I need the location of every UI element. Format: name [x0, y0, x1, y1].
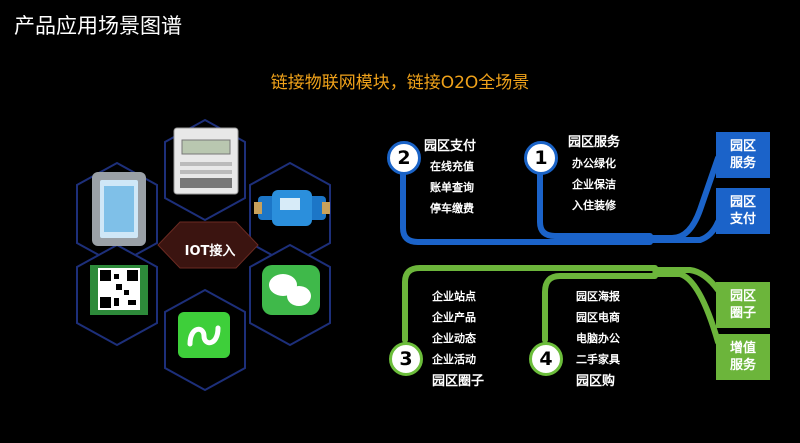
badge-3: 3 — [389, 342, 423, 376]
page-title: 产品应用场景图谱 — [14, 14, 182, 38]
group1-item-3: 入住装修 — [572, 199, 616, 212]
blue-fan-top — [647, 155, 721, 241]
group3-item-2: 企业产品 — [432, 311, 476, 324]
wechat-icon — [262, 265, 320, 315]
green-line-group3 — [402, 265, 658, 343]
box-park-service: 园区 服务 — [716, 132, 770, 178]
box-value-added-line2: 服务 — [729, 358, 756, 373]
box-park-payment-line1: 园区 — [729, 195, 756, 210]
blue-line-group2 — [400, 169, 653, 245]
box-value-added-line1: 增值 — [729, 341, 756, 356]
green-fan-bottom — [652, 271, 721, 345]
group2-item-3: 停车缴费 — [430, 202, 474, 215]
group-title-4: 园区购 — [576, 374, 616, 389]
group-title-2: 园区支付 — [424, 139, 477, 154]
green-line-group4 — [542, 273, 658, 343]
group4-item-3: 电脑办公 — [576, 332, 620, 345]
group1-item-1: 办公绿化 — [572, 157, 616, 170]
mini-program-icon — [178, 312, 230, 358]
box-park-payment: 园区 支付 — [716, 188, 770, 234]
iot-arrow — [157, 221, 259, 269]
group4-item-1: 园区海报 — [576, 290, 620, 303]
green-flow-lines — [402, 265, 721, 345]
group2-item-2: 账单查询 — [430, 181, 474, 194]
group3-item-4: 企业活动 — [432, 353, 476, 366]
group4-item-4: 二手家具 — [576, 353, 620, 366]
water-meter-icon — [254, 190, 330, 226]
group-title-3: 园区圈子 — [432, 374, 485, 389]
box-park-payment-line2: 支付 — [729, 212, 756, 227]
qr-code-icon — [90, 265, 148, 315]
blue-flow-lines — [400, 155, 721, 245]
subtitle: 链接物联网模块，链接O2O全场景 — [270, 73, 530, 93]
badge-4: 4 — [529, 342, 563, 376]
badge-2: 2 — [387, 141, 421, 175]
box-park-circle-line1: 园区 — [729, 289, 756, 304]
group3-item-1: 企业站点 — [432, 290, 476, 303]
box-value-added-service: 增值 服务 — [716, 334, 770, 380]
box-park-circle: 园区 圈子 — [716, 282, 770, 328]
group3-item-3: 企业动态 — [432, 332, 476, 345]
box-park-circle-line2: 圈子 — [729, 306, 756, 321]
group4-item-2: 园区电商 — [576, 311, 620, 324]
group-title-1: 园区服务 — [568, 135, 621, 150]
group2-item-1: 在线充值 — [430, 160, 474, 173]
box-park-service-line1: 园区 — [729, 139, 756, 154]
group1-item-2: 企业保洁 — [572, 178, 616, 191]
green-fan-top — [652, 267, 721, 293]
electric-meter-icon — [173, 127, 239, 195]
iot-label: IOT接入 — [184, 244, 236, 259]
blue-line-group1 — [537, 171, 653, 239]
smart-lock-icon — [92, 172, 146, 246]
badge-1: 1 — [524, 141, 558, 175]
box-park-service-line2: 服务 — [729, 156, 756, 171]
